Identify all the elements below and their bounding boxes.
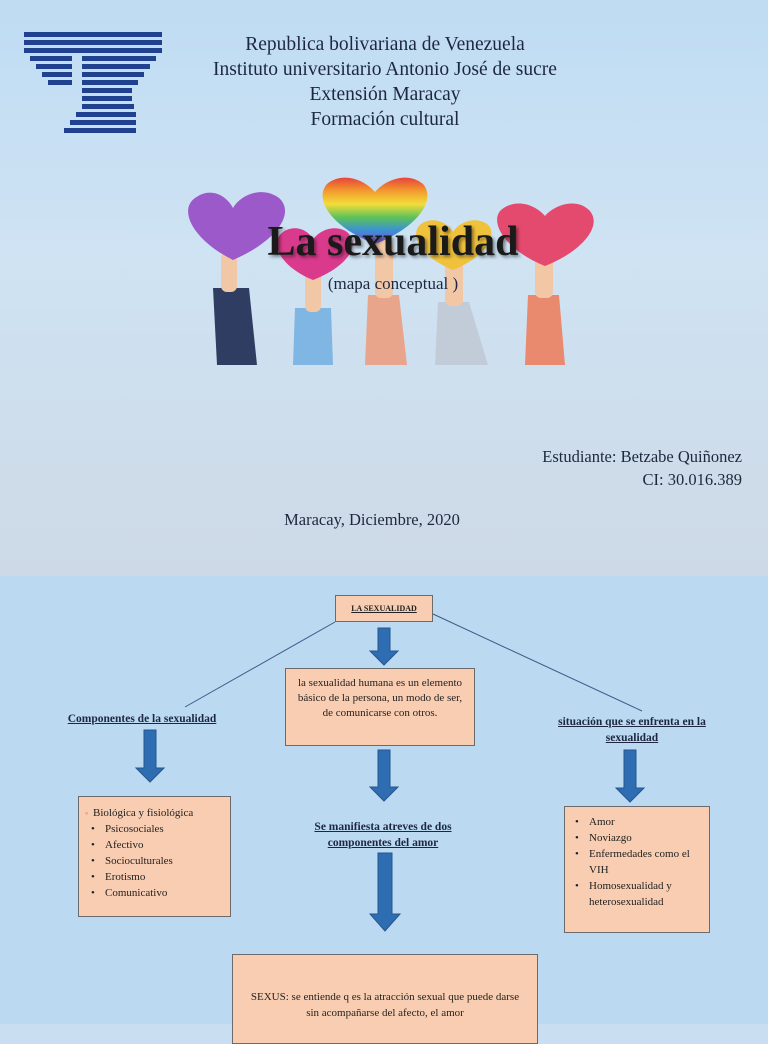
header-line-2: Instituto universitario Antonio José de … <box>213 59 557 80</box>
subtitle: (mapa conceptual ) <box>327 274 459 293</box>
definition-box: la sexualidad humana es un elemento bási… <box>285 668 475 746</box>
list-item: Noviazgo <box>569 830 705 846</box>
list-item: Amor <box>569 814 705 830</box>
situations-list-box: Amor Noviazgo Enfermedades como el VIH H… <box>564 806 710 933</box>
student-name: Estudiante: Betzabe Quiñonez <box>542 447 742 466</box>
root-concept-box: LA SEXUALIDAD <box>335 595 433 622</box>
components-list-box: Biológica y fisiológica Psicosociales Af… <box>78 796 231 917</box>
sexus-box: SEXUS: se entiende q es la atracción sex… <box>232 954 538 1044</box>
date-line: Maracay, Diciembre, 2020 <box>284 510 460 529</box>
components-list: Biológica y fisiológica Psicosociales Af… <box>85 805 224 901</box>
list-item: Enfermedades como el VIH <box>569 846 705 878</box>
header-line-4: Formación cultural <box>310 109 460 130</box>
list-item: Erotismo <box>85 869 224 885</box>
institution-header: Republica bolivariana de Venezuela Insti… <box>170 32 600 132</box>
love-components-heading: Se manifiesta atreves de dos componentes… <box>314 821 452 849</box>
definition-text: la sexualidad humana es un elemento bási… <box>297 677 463 719</box>
list-item: Homosexualidad y heterosexualidad <box>569 878 705 910</box>
list-item: Afectivo <box>85 837 224 853</box>
main-title: La sexualidad <box>267 219 519 265</box>
header-line-1: Republica bolivariana de Venezuela <box>245 34 525 55</box>
header-line-3: Extensión Maracay <box>309 84 461 105</box>
title-slide: Republica bolivariana de Venezuela Insti… <box>0 0 768 576</box>
institute-logo <box>24 32 162 133</box>
student-info: Estudiante: Betzabe Quiñonez CI: 30.016.… <box>542 445 742 491</box>
situations-list: Amor Noviazgo Enfermedades como el VIH H… <box>569 814 705 910</box>
hearts-illustration <box>188 177 594 365</box>
list-item: Comunicativo <box>85 885 224 901</box>
student-id: CI: 30.016.389 <box>642 470 742 489</box>
sexus-text: SEXUS: se entiende q es la atracción sex… <box>250 991 520 1019</box>
components-heading: Componentes de la sexualidad <box>67 713 217 725</box>
list-item: Psicosociales <box>85 821 224 837</box>
root-concept-label: LA SEXUALIDAD <box>351 604 417 613</box>
list-item: Biológica y fisiológica <box>85 805 224 821</box>
situations-heading: situación que se enfrenta en la sexualid… <box>558 716 706 744</box>
list-item: Socioculturales <box>85 853 224 869</box>
